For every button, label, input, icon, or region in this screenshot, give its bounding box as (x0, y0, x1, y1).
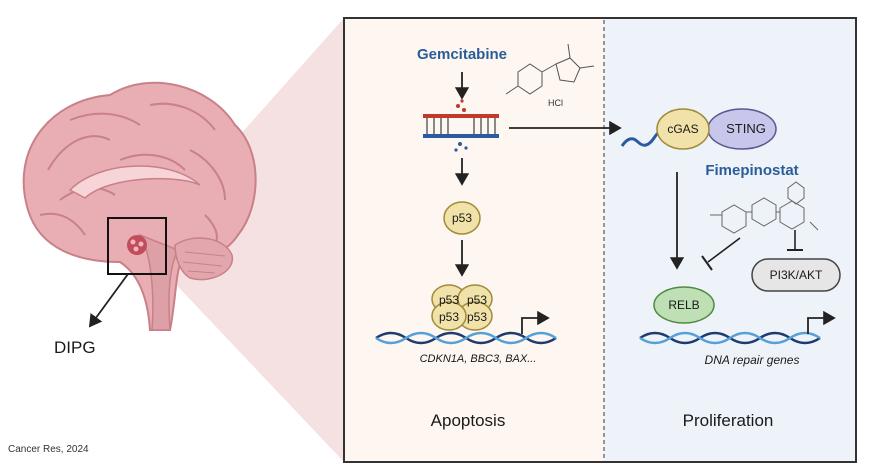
p53-protein (443, 201, 481, 235)
inhibit-bar-relb (701, 255, 713, 271)
inhibit-fimepinostat-relb (707, 237, 741, 263)
transcription-arrow-left (521, 310, 550, 334)
transcription-arrow-right (807, 310, 836, 334)
gemcitabine-salt-label: HCl (548, 98, 563, 108)
left-panel-bg (344, 18, 604, 462)
apoptosis-genes-label: CDKN1A, BBC3, BAX... (419, 353, 537, 365)
proliferation-label: Proliferation (682, 411, 774, 430)
apoptosis-label: Apoptosis (430, 411, 506, 430)
p53-complex-label-2: p53 (466, 293, 488, 307)
cgas-label: cGAS (667, 122, 699, 136)
cgas-protein (656, 108, 710, 150)
dipg-label: DIPG (54, 338, 96, 357)
dna-helix-right (639, 331, 821, 345)
gemcitabine-label: Gemcitabine (416, 46, 508, 63)
brain-illustration (22, 81, 257, 331)
main-panel-border (343, 17, 857, 463)
tumor-spot (127, 235, 147, 255)
pi3k-akt-box (751, 258, 841, 292)
relb-label: RELB (668, 298, 700, 312)
zoom-projection (166, 18, 344, 462)
fimepinostat-structure-icon (710, 181, 819, 234)
right-panel-bg (604, 18, 856, 462)
gemcitabine-structure-icon (505, 43, 595, 95)
dna-damage-icon (423, 99, 499, 152)
relb-protein (653, 286, 715, 324)
dipg-pointer-arrow (88, 273, 129, 328)
p53-complex-label-1: p53 (438, 293, 460, 307)
dna-repair-genes-label: DNA repair genes (704, 353, 800, 367)
pi3k-akt-label: PI3K/AKT (769, 268, 823, 282)
p53-complex-label-3: p53 (438, 310, 460, 324)
citation-text: Cancer Res, 2024 (8, 444, 89, 455)
p53-label: p53 (451, 211, 473, 225)
fimepinostat-label: Fimepinostat (705, 162, 799, 179)
dna-helix-left (375, 331, 557, 345)
p53-complex-label-4: p53 (466, 310, 488, 324)
zoom-box (107, 217, 167, 275)
sting-label: STING (726, 121, 766, 136)
p53-tetramer (431, 284, 493, 331)
